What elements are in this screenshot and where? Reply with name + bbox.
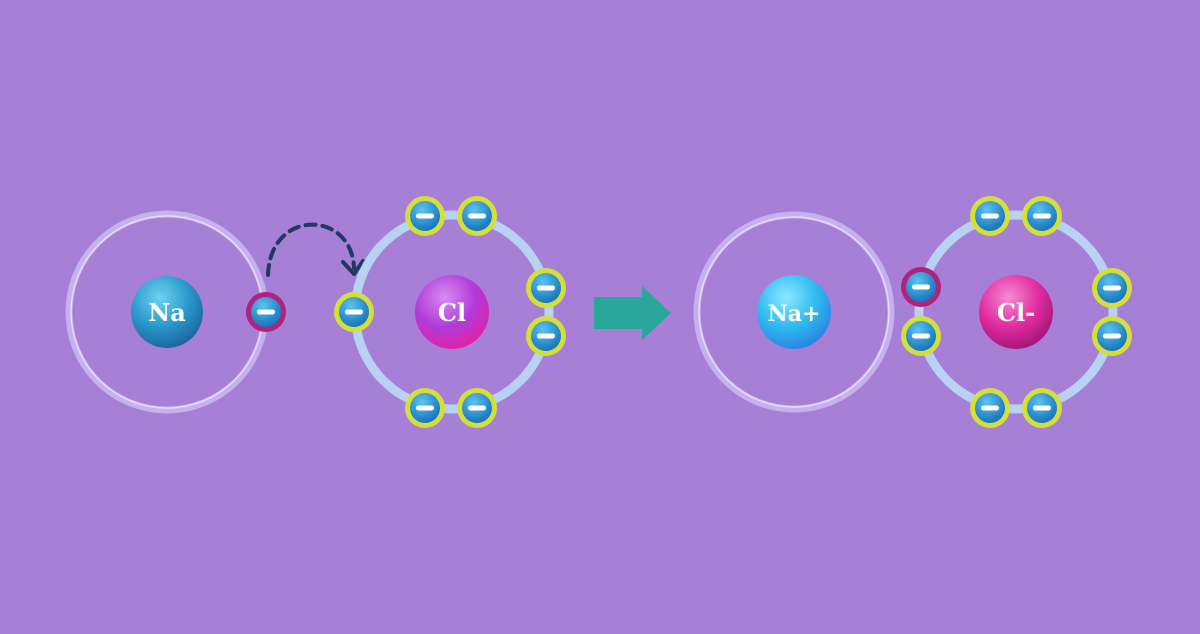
- sodium-ion-symbol: Na+: [768, 301, 821, 327]
- minus-sign-icon: [416, 405, 434, 411]
- chloride-ion-orbit: [914, 210, 1118, 414]
- minus-sign-icon: [257, 309, 275, 315]
- sodium-atom: Na: [65, 210, 269, 414]
- minus-sign-icon: [981, 405, 999, 411]
- right-arrow-icon: [594, 286, 671, 340]
- chlorine-electron: [457, 388, 497, 428]
- sodium-ion-orbit-inner: [698, 216, 890, 408]
- minus-sign-icon: [468, 213, 486, 219]
- minus-sign-icon: [1033, 213, 1051, 219]
- chlorine-symbol: Cl: [438, 298, 466, 327]
- chloride-ion-symbol: Cl-: [997, 298, 1035, 327]
- chlorine-electron: [457, 196, 497, 236]
- chloride-ion-electron: [901, 316, 941, 356]
- chloride-ion-electrons: [901, 196, 1132, 428]
- minus-sign-icon: [1103, 333, 1121, 339]
- minus-sign-icon: [981, 213, 999, 219]
- minus-sign-icon: [1103, 285, 1121, 291]
- transferred-electron: [246, 292, 286, 332]
- sodium-ion-nucleus: [757, 275, 831, 349]
- chlorine-electrons: [334, 196, 566, 428]
- sodium-nucleus: [131, 276, 203, 348]
- sodium-ion: Na+: [693, 211, 895, 413]
- chlorine-atom: Cl: [350, 210, 554, 414]
- chlorine-electron: [405, 388, 445, 428]
- chlorine-nucleus: [415, 275, 489, 349]
- chloride-ion: Cl-: [914, 210, 1118, 414]
- gained-electron: [901, 267, 941, 307]
- curved-dashed-arrow-icon: [266, 222, 365, 277]
- sodium-ion-orbit: [693, 211, 895, 413]
- chlorine-electron: [526, 316, 566, 356]
- minus-sign-icon: [912, 333, 930, 339]
- chloride-ion-nucleus: [979, 275, 1053, 349]
- sodium-symbol: Na: [148, 298, 186, 327]
- chloride-ion-electron: [970, 388, 1010, 428]
- minus-sign-icon: [1033, 405, 1051, 411]
- chloride-ion-electron: [970, 196, 1010, 236]
- chlorine-electron: [334, 292, 374, 332]
- minus-sign-icon: [345, 309, 363, 315]
- minus-sign-icon: [537, 333, 555, 339]
- minus-sign-icon: [912, 284, 930, 290]
- minus-sign-icon: [416, 213, 434, 219]
- minus-sign-icon: [468, 405, 486, 411]
- chloride-ion-electron: [1022, 196, 1062, 236]
- chlorine-electron: [405, 196, 445, 236]
- chloride-ion-electron: [1092, 316, 1132, 356]
- chloride-ion-electron: [1092, 268, 1132, 308]
- minus-sign-icon: [537, 285, 555, 291]
- chlorine-electron: [526, 268, 566, 308]
- chloride-ion-electron: [1022, 388, 1062, 428]
